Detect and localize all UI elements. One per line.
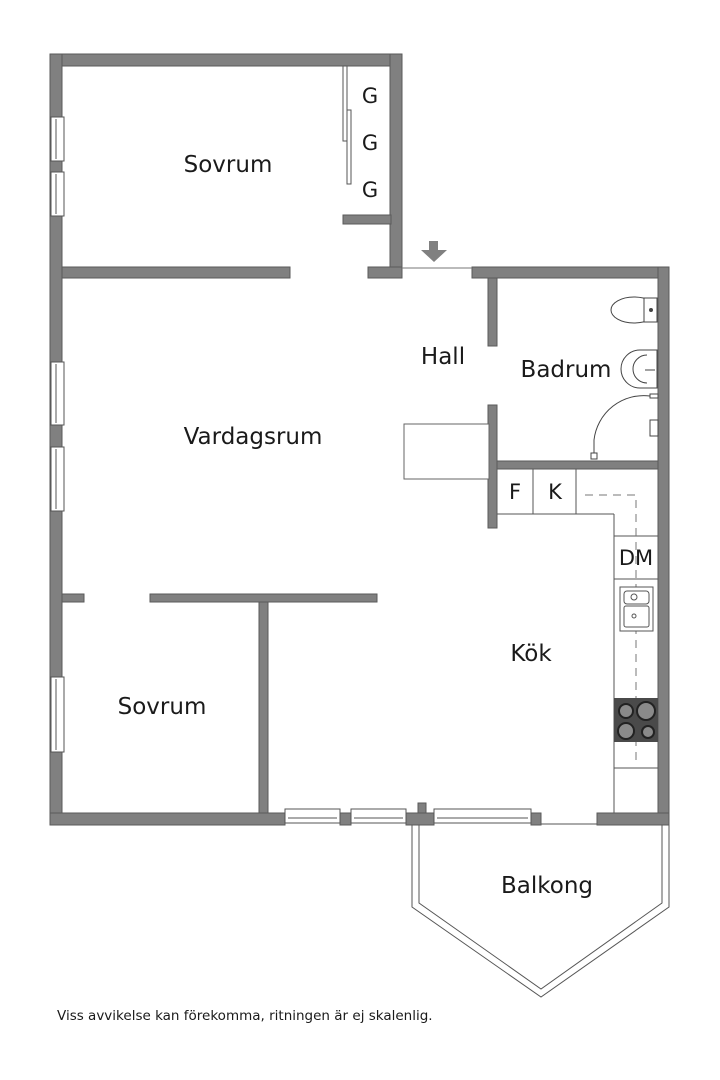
wall-closet-ledge [342,214,392,225]
room-label-hall: Hall [420,344,466,370]
down-arrow-icon [421,241,447,262]
room-label-vardagsrum: Vardagsrum [183,424,323,450]
window [284,808,341,824]
wall-stub-door [367,266,403,279]
wall-bottom-pier2 [405,812,435,826]
wall-right [657,266,670,826]
window [50,446,65,512]
kitchen-sink-icon [619,586,654,632]
closet-label: G [361,178,379,202]
wall-top [49,53,403,67]
wall-bedroom1-bottom [61,266,291,279]
room-label-badrum: Badrum [520,357,612,383]
stove-icon [614,698,658,742]
hall-shelf [403,423,490,480]
sink-icon [620,349,658,389]
wall-bottom-pier3 [530,812,542,826]
closet-label: G [361,131,379,155]
wall-bottom-left [49,812,286,826]
closet-label: G [361,84,379,108]
room-label-kok: Kök [510,641,552,667]
window [50,171,65,217]
window [50,116,65,162]
kitchen-unit-freezer: K [548,480,562,504]
window [350,808,407,824]
walls [49,53,670,826]
kitchen [497,469,658,813]
wall-mid [149,593,378,603]
room-label-sovrum-top: Sovrum [183,152,273,178]
room-label-balkong: Balkong [500,873,594,899]
room-label-sovrum-bottom: Sovrum [117,694,207,720]
balcony-railing [411,825,670,998]
wall-hall-bath-upper [487,277,498,347]
window [50,676,65,753]
kitchen-unit-dishwasher: DM [618,546,654,570]
closet-doors [342,65,352,185]
wall-bottom-pier1 [339,812,352,826]
shower-icon [590,393,659,460]
windows [50,116,597,825]
wall-bath-top [471,266,670,279]
wall-closet-right [389,53,403,279]
window [50,361,65,426]
wall-bath-bottom [496,460,659,470]
wall-bottom-pier2-tab [417,802,427,814]
wall-mid-stub [61,593,85,603]
disclaimer-note: Viss avvikelse kan förekomma, ritningen … [57,1008,433,1024]
wall-bottom-right [596,812,670,826]
kitchen-unit-fridge: F [508,480,522,504]
wall-bedroom2-right [258,601,269,814]
window [433,808,532,824]
toilet-icon [610,296,658,324]
bathroom-fixtures [590,296,659,460]
